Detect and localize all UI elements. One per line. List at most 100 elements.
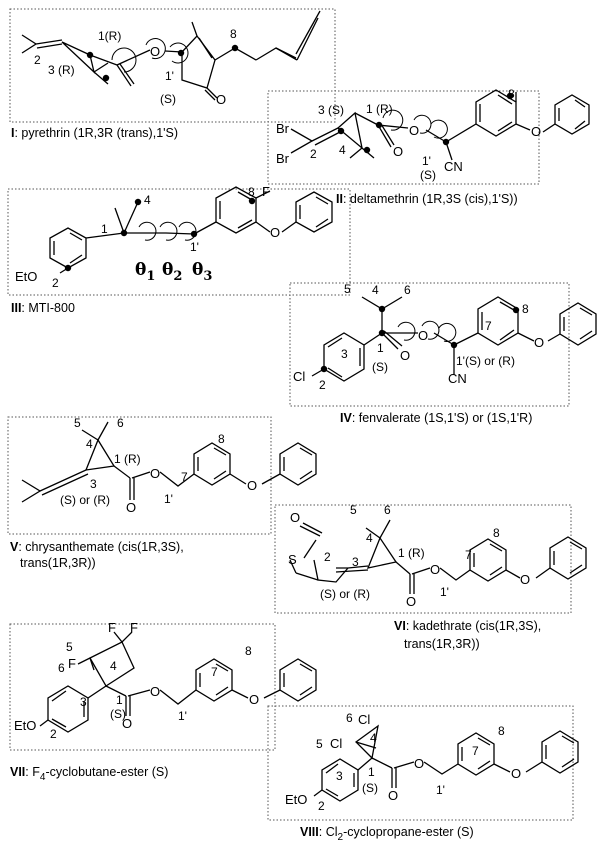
atom-o: O	[216, 92, 226, 107]
label-1r: 1 (R)	[398, 546, 425, 560]
label-1prime: 1'	[436, 783, 445, 797]
label-5: 5	[316, 737, 323, 751]
caption-mti800: III: MTI-800	[11, 301, 75, 315]
atom-br: Br	[276, 151, 290, 166]
atom-cl: Cl	[293, 369, 305, 384]
label-8: 8	[248, 185, 255, 199]
label-4: 4	[370, 731, 377, 745]
box-compound-1	[9, 8, 336, 123]
label-6: 6	[117, 416, 124, 430]
label-5: 5	[74, 416, 81, 430]
structure-f4-cyclobutane: F F F 5 6 4 3 1 (S) EtO 2 O O O 1' 7 8	[14, 620, 317, 741]
box-compound-8	[267, 705, 574, 821]
structure-mti800: O F 4 1 8 EtO 2 1' θ1 θ2 θ3	[15, 184, 333, 290]
atom-f: F	[262, 184, 270, 199]
label-1: 1	[368, 765, 375, 779]
caption-fenvalerate: IV: fenvalerate (1S,1'S) or (1S,1'R)	[340, 411, 532, 425]
structure-cl2-cyclopropane: 6 Cl 5 Cl 4 3 1 (S) EtO 2 O O O 1' 7 8	[285, 711, 579, 813]
label-5: 5	[350, 503, 357, 517]
label-4: 4	[339, 143, 346, 157]
label-7: 7	[211, 665, 218, 679]
label-3r: 3 (R)	[48, 63, 75, 77]
atom-cl: Cl	[330, 736, 342, 751]
label-7: 7	[181, 470, 188, 484]
atom-f: F	[108, 620, 116, 635]
atom-o: O	[400, 348, 410, 363]
atom-f: F	[130, 620, 138, 635]
theta-2: θ2	[162, 260, 182, 284]
label-s: (S)	[420, 168, 436, 182]
label-1: 1	[101, 222, 108, 236]
label-cn: CN	[444, 159, 463, 174]
atom-cl: Cl	[358, 712, 370, 727]
label-1prime: 1'	[190, 240, 199, 254]
caption-kadethrate: VI: kadethrate (cis(1R,3S),	[394, 619, 541, 633]
atom-o: O	[290, 510, 300, 525]
label-3: 3	[352, 555, 359, 569]
atom-o: O	[126, 500, 136, 515]
label-7: 7	[465, 548, 472, 562]
label-eto: EtO	[285, 792, 307, 807]
label-8: 8	[498, 724, 505, 738]
label-2: 2	[324, 550, 331, 564]
caption-chrysanthemate: V: chrysanthemate (cis(1R,3S),	[10, 540, 184, 554]
atom-o: O	[150, 466, 160, 481]
label-3: 3	[80, 695, 87, 709]
structure-kadethrate: O S O O O 5 6 4 1 (R) 2 3 (S) or (R) 1' …	[288, 503, 587, 609]
atom-o: O	[393, 144, 403, 159]
caption-pyrethrin: I: pyrethrin (1R,3R (trans),1'S)	[11, 126, 178, 140]
label-2: 2	[34, 53, 41, 67]
atom-o: O	[406, 594, 416, 609]
label-cn: CN	[448, 371, 467, 386]
label-4: 4	[366, 531, 373, 545]
label-7: 7	[485, 319, 492, 333]
label-6: 6	[346, 711, 353, 725]
atom-o: O	[511, 766, 521, 781]
label-6: 6	[58, 661, 65, 675]
label-3: 3	[90, 477, 97, 491]
atom-o: O	[249, 692, 259, 707]
label-eto: EtO	[15, 269, 37, 284]
label-2: 2	[318, 799, 325, 813]
caption-cl2-cyclopropane: VIII: Cl2-cyclopropane-ester (S)	[300, 825, 474, 843]
atom-o: O	[531, 124, 541, 139]
box-compound-4	[289, 282, 570, 407]
label-1prime: 1'	[164, 492, 173, 506]
label-2: 2	[50, 727, 57, 741]
label-s: (S)	[372, 360, 388, 374]
atom-o: O	[534, 335, 544, 350]
atom-f: F	[68, 656, 76, 671]
atom-o: O	[414, 756, 424, 771]
label-1r: 1(R)	[98, 29, 121, 43]
label-8: 8	[218, 432, 225, 446]
label-1: 1	[116, 693, 123, 707]
label-8: 8	[508, 87, 515, 101]
atom-o: O	[520, 572, 530, 587]
structure-fenvalerate: O O O 5 4 6 3 1 (S) Cl 2 7 8 1'(S) or (R…	[293, 282, 597, 392]
label-1prime: 1'	[165, 69, 174, 83]
label-5: 5	[344, 282, 351, 296]
label-8: 8	[230, 27, 237, 41]
label-s: (S)	[110, 707, 126, 721]
label-4: 4	[372, 283, 379, 297]
atom-o: O	[247, 478, 257, 493]
structure-pyrethrin: O O 2 3 (R) 1(R) 1' (S) 8	[21, 10, 321, 107]
caption-kadethrate-line2: trans(1R,3R))	[404, 637, 480, 651]
box-compound-6	[274, 504, 572, 614]
atom-br: Br	[276, 121, 290, 136]
label-1prime: 1'	[178, 709, 187, 723]
atom-o: O	[409, 123, 419, 138]
label-6: 6	[384, 503, 391, 517]
label-3: 3	[336, 769, 343, 783]
label-6: 6	[404, 283, 411, 297]
label-1r: 1 (R)	[366, 102, 393, 116]
label-7: 7	[472, 744, 479, 758]
label-sr: (S) or (R)	[60, 493, 110, 507]
label-8: 8	[245, 644, 252, 658]
box-compound-7	[9, 623, 276, 751]
atom-o: O	[418, 328, 428, 343]
theta-1: θ1	[135, 260, 155, 284]
label-4: 4	[110, 659, 117, 673]
label-1: 1	[377, 341, 384, 355]
